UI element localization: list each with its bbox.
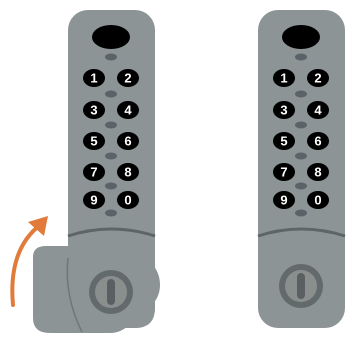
- right-lock-key-label: 9: [280, 193, 287, 208]
- left-lock-key-5[interactable]: 5: [83, 132, 105, 150]
- left-lock-key-0[interactable]: 0: [117, 191, 139, 209]
- left-lock-led-dot: [105, 182, 117, 190]
- right-lock-keypad: 1 2 3 4 5 6 7 8 9 0: [273, 69, 329, 217]
- left-lock-key-label: 1: [90, 71, 97, 86]
- right-lock-key-1[interactable]: 1: [273, 69, 295, 87]
- right-lock-key-6-cap[interactable]: [307, 132, 329, 150]
- right-lock-key-3-cap[interactable]: [273, 101, 295, 119]
- right-lock-key-7-cap[interactable]: [273, 163, 295, 181]
- right-lock-key-0[interactable]: 0: [307, 191, 329, 209]
- right-lock-key-8[interactable]: 8: [307, 163, 329, 181]
- left-lock-key-9-cap[interactable]: [83, 191, 105, 209]
- left-lock-key-3[interactable]: 3: [83, 101, 105, 119]
- right-lock-key-label: 2: [314, 71, 321, 86]
- right-lock-key-9-cap[interactable]: [273, 191, 295, 209]
- right-lock-key-0-cap[interactable]: [307, 191, 329, 209]
- left-lock-key-label: 0: [124, 193, 131, 208]
- turn-arrow: [10, 223, 42, 307]
- left-lock-key-label: 3: [90, 103, 97, 118]
- right-lock-key-label: 0: [314, 193, 321, 208]
- left-lock-key-label: 4: [124, 103, 132, 118]
- left-lock-seam: [67, 227, 156, 238]
- right-lock-led-dot: [295, 182, 307, 190]
- left-lock-key-6[interactable]: 6: [117, 132, 139, 150]
- left-lock-key-2[interactable]: 2: [117, 69, 139, 87]
- right-lock-key-label: 6: [314, 134, 321, 149]
- left-lock-key-label: 2: [124, 71, 131, 86]
- left-lock-key-label: 6: [124, 134, 131, 149]
- left-lock-key-4[interactable]: 4: [117, 101, 139, 119]
- right-lock-key-5-cap[interactable]: [273, 132, 295, 150]
- right-lock-key-slot: [297, 273, 305, 299]
- right-lock-key-3[interactable]: 3: [273, 101, 295, 119]
- left-lock-handle-edge: [66, 257, 83, 333]
- right-lock-key-2[interactable]: 2: [307, 69, 329, 87]
- left-lock-led-dot: [105, 121, 117, 129]
- left-lock-key-2-cap[interactable]: [117, 69, 139, 87]
- right-lock-body: [258, 10, 345, 328]
- left-lock-key-8-cap[interactable]: [117, 163, 139, 181]
- left-lock-key-9[interactable]: 9: [83, 191, 105, 209]
- right-lock-led-dot: [295, 90, 307, 98]
- left-lock-key-label: 9: [90, 193, 97, 208]
- turn-arrow-head: [28, 216, 48, 236]
- right-lock-led-dot: [295, 121, 307, 129]
- right-lock-seam: [257, 227, 346, 238]
- right-lock-led-dot: [295, 152, 307, 160]
- right-lock-window: [282, 25, 320, 49]
- left-lock-keypad: 1 2 3 4 5 6 7 8 9 0: [83, 69, 139, 217]
- left-lock-key-label: 8: [124, 165, 131, 180]
- left-lock-led-dot: [105, 209, 117, 217]
- left-lock-key-7[interactable]: 7: [83, 163, 105, 181]
- left-lock-key-8[interactable]: 8: [117, 163, 139, 181]
- right-lock-key-4-cap[interactable]: [307, 101, 329, 119]
- left-lock-led-dot: [105, 90, 117, 98]
- left-lock-key-3-cap[interactable]: [83, 101, 105, 119]
- right-lock-led-dot: [295, 209, 307, 217]
- left-lock-key-4-cap[interactable]: [117, 101, 139, 119]
- left-lock-key-slot: [107, 279, 115, 305]
- right-lock-key-label: 7: [280, 165, 287, 180]
- right-lock-led-top: [295, 53, 307, 61]
- left-lock-key-0-cap[interactable]: [117, 191, 139, 209]
- right-lock-key-label: 4: [314, 103, 322, 118]
- right-lock-key-label: 5: [280, 134, 287, 149]
- left-lock-key-label: 5: [90, 134, 97, 149]
- right-lock-key-5[interactable]: 5: [273, 132, 295, 150]
- right-lock-key-label: 3: [280, 103, 287, 118]
- right-lock-key-7[interactable]: 7: [273, 163, 295, 181]
- left-lock-key-5-cap[interactable]: [83, 132, 105, 150]
- right-lock-key-9[interactable]: 9: [273, 191, 295, 209]
- left-lock-led-top: [105, 53, 117, 61]
- left-lock-key-label: 7: [90, 165, 97, 180]
- left-lock-key-7-cap[interactable]: [83, 163, 105, 181]
- left-lock-led-dot: [105, 152, 117, 160]
- right-lock-key-label: 8: [314, 165, 321, 180]
- right-lock-key-2-cap[interactable]: [307, 69, 329, 87]
- left-lock: 1 2 3 4 5 6 7 8 9 0: [10, 10, 160, 333]
- right-lock-key-8-cap[interactable]: [307, 163, 329, 181]
- right-lock-key-1-cap[interactable]: [273, 69, 295, 87]
- right-lock-key-label: 1: [280, 71, 287, 86]
- right-lock-key-4[interactable]: 4: [307, 101, 329, 119]
- left-lock-key-1-cap[interactable]: [83, 69, 105, 87]
- right-lock: 1 2 3 4 5 6 7 8 9 0: [257, 10, 346, 328]
- left-lock-key-1[interactable]: 1: [83, 69, 105, 87]
- left-lock-key-6-cap[interactable]: [117, 132, 139, 150]
- left-lock-window: [92, 25, 130, 49]
- right-lock-key-6[interactable]: 6: [307, 132, 329, 150]
